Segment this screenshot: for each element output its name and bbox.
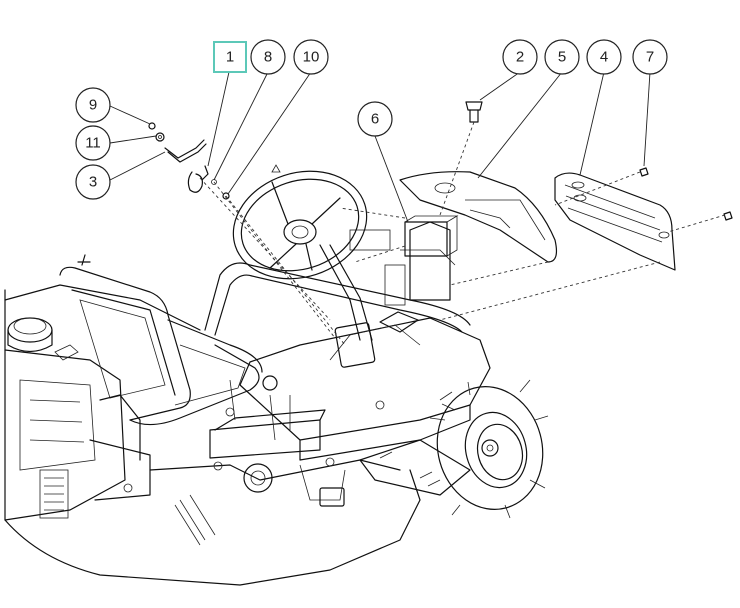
callout-10-label: 10 xyxy=(303,49,320,66)
callout-5[interactable]: 5 xyxy=(544,39,580,75)
exploded-parts xyxy=(148,101,733,271)
callout-7[interactable]: 7 xyxy=(632,39,668,75)
callout-3-label: 3 xyxy=(89,174,97,191)
callout-7-label: 7 xyxy=(646,49,654,66)
callout-3[interactable]: 3 xyxy=(75,164,111,200)
leader-lines xyxy=(109,71,651,223)
tractor-body xyxy=(4,164,549,586)
callout-6[interactable]: 6 xyxy=(357,101,393,137)
callout-1-label: 1 xyxy=(226,49,234,66)
callout-4[interactable]: 4 xyxy=(586,39,622,75)
callout-8[interactable]: 8 xyxy=(250,39,286,75)
callout-5-label: 5 xyxy=(558,49,566,66)
callout-11[interactable]: 11 xyxy=(75,125,111,161)
callout-1-highlight xyxy=(213,41,247,73)
callout-2-label: 2 xyxy=(516,49,524,66)
callout-6-label: 6 xyxy=(371,111,379,128)
callout-9-label: 9 xyxy=(89,97,97,114)
callout-11-label: 11 xyxy=(85,135,101,152)
callout-1[interactable]: 1 xyxy=(213,41,247,73)
callout-4-label: 4 xyxy=(600,49,608,66)
callout-8-label: 8 xyxy=(264,49,272,66)
callout-9[interactable]: 9 xyxy=(75,87,111,123)
callout-2[interactable]: 2 xyxy=(502,39,538,75)
assembly-lines xyxy=(199,121,726,346)
callout-10[interactable]: 10 xyxy=(293,39,329,75)
